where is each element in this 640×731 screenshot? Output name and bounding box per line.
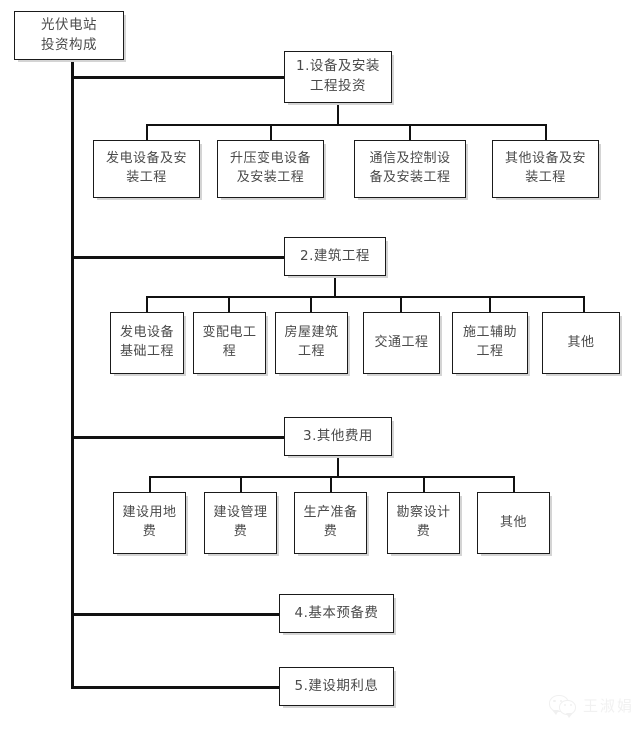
- node-section-2-child-3-label: 房屋建筑 工程: [284, 325, 339, 359]
- node-section-3-child-4[interactable]: 勘察设计 费: [387, 492, 460, 554]
- node-root-label: 光伏电站 投资构成: [41, 16, 97, 53]
- connector-drop-1-2: [270, 124, 272, 141]
- node-root[interactable]: 光伏电站 投资构成: [14, 11, 124, 60]
- connector-bar-section-2: [147, 296, 584, 298]
- node-section-3-child-3[interactable]: 生产准备 费: [294, 492, 367, 554]
- node-section-1-child-4-label: 其他设备及安 装工程: [504, 151, 586, 185]
- node-section-1[interactable]: 1.设备及安装 工程投资: [284, 51, 392, 103]
- node-section-2[interactable]: 2.建筑工程: [284, 237, 386, 276]
- node-section-1-child-2[interactable]: 升压变电设备 及安装工程: [217, 140, 324, 198]
- connector-bar-section-1: [147, 124, 546, 126]
- node-section-2-child-6[interactable]: 其他: [542, 312, 620, 374]
- node-section-2-child-5-label: 施工辅助 工程: [462, 325, 517, 359]
- node-section-3-child-4-label: 勘察设计 费: [396, 505, 451, 539]
- node-section-2-child-3[interactable]: 房屋建筑 工程: [275, 312, 348, 374]
- node-section-2-child-4[interactable]: 交通工程: [363, 312, 440, 374]
- connector-branch-section-3: [71, 436, 286, 439]
- node-section-2-child-5[interactable]: 施工辅助 工程: [452, 312, 528, 374]
- node-section-1-child-1-label: 发电设备及安 装工程: [105, 151, 187, 185]
- connector-root-stem: [71, 59, 74, 75]
- connector-drop-2-4: [400, 296, 402, 313]
- connector-stem-section-2: [334, 275, 336, 297]
- wechat-icon: [548, 694, 576, 718]
- node-section-2-child-4-label: 交通工程: [374, 334, 429, 350]
- connector-drop-3-1: [149, 476, 151, 493]
- connector-drop-1-1: [146, 124, 148, 141]
- node-section-1-child-3[interactable]: 通信及控制设 备及安装工程: [354, 140, 466, 198]
- node-section-2-child-1-label: 发电设备 基础工程: [119, 325, 174, 359]
- node-section-1-label: 1.设备及安装 工程投资: [296, 58, 380, 94]
- node-section-3-child-5[interactable]: 其他: [477, 492, 550, 554]
- connector-drop-1-3: [409, 124, 411, 141]
- connector-drop-2-3: [310, 296, 312, 313]
- node-section-5-label: 5.建设期利息: [294, 677, 379, 694]
- node-section-3-label: 3.其他费用: [303, 427, 373, 444]
- node-section-4[interactable]: 4.基本预备费: [279, 594, 394, 633]
- node-section-1-child-2-label: 升压变电设备 及安装工程: [229, 151, 311, 185]
- connector-bar-section-3: [150, 476, 514, 478]
- connector-main-trunk: [71, 74, 74, 689]
- node-section-4-label: 4.基本预备费: [294, 604, 379, 621]
- node-section-2-child-1[interactable]: 发电设备 基础工程: [110, 312, 184, 374]
- connector-drop-3-5: [513, 476, 515, 493]
- node-section-2-label: 2.建筑工程: [300, 247, 370, 264]
- node-section-3[interactable]: 3.其他费用: [284, 417, 392, 456]
- node-section-3-child-1-label: 建设用地 费: [122, 505, 177, 539]
- connector-branch-section-4: [71, 613, 286, 616]
- connector-drop-2-2: [228, 296, 230, 313]
- connector-drop-3-4: [423, 476, 425, 493]
- connector-drop-2-6: [583, 296, 585, 313]
- node-section-3-child-2-label: 建设管理 费: [213, 505, 268, 539]
- node-section-1-child-4[interactable]: 其他设备及安 装工程: [492, 140, 599, 198]
- connector-drop-2-1: [146, 296, 148, 313]
- connector-drop-2-5: [489, 296, 491, 313]
- connector-drop-1-4: [545, 124, 547, 141]
- watermark: 王淑娟: [548, 694, 634, 718]
- node-section-2-child-2[interactable]: 变配电工 程: [193, 312, 266, 374]
- connector-branch-section-1: [71, 76, 286, 79]
- connector-drop-3-2: [240, 476, 242, 493]
- node-section-3-child-3-label: 生产准备 费: [303, 505, 358, 539]
- node-section-3-child-1[interactable]: 建设用地 费: [113, 492, 186, 554]
- node-section-1-child-3-label: 通信及控制设 备及安装工程: [369, 151, 451, 185]
- connector-drop-3-3: [330, 476, 332, 493]
- watermark-name: 王淑娟: [582, 697, 634, 715]
- connector-stem-section-1: [337, 102, 339, 125]
- connector-branch-section-5: [71, 686, 286, 689]
- node-section-5[interactable]: 5.建设期利息: [279, 667, 394, 706]
- connector-branch-section-2: [71, 256, 286, 259]
- node-section-1-child-1[interactable]: 发电设备及安 装工程: [93, 140, 200, 198]
- node-section-2-child-2-label: 变配电工 程: [202, 325, 257, 359]
- node-section-3-child-5-label: 其他: [499, 514, 527, 530]
- node-section-2-child-6-label: 其他: [567, 334, 595, 350]
- connector-stem-section-3: [337, 455, 339, 477]
- node-section-3-child-2[interactable]: 建设管理 费: [204, 492, 277, 554]
